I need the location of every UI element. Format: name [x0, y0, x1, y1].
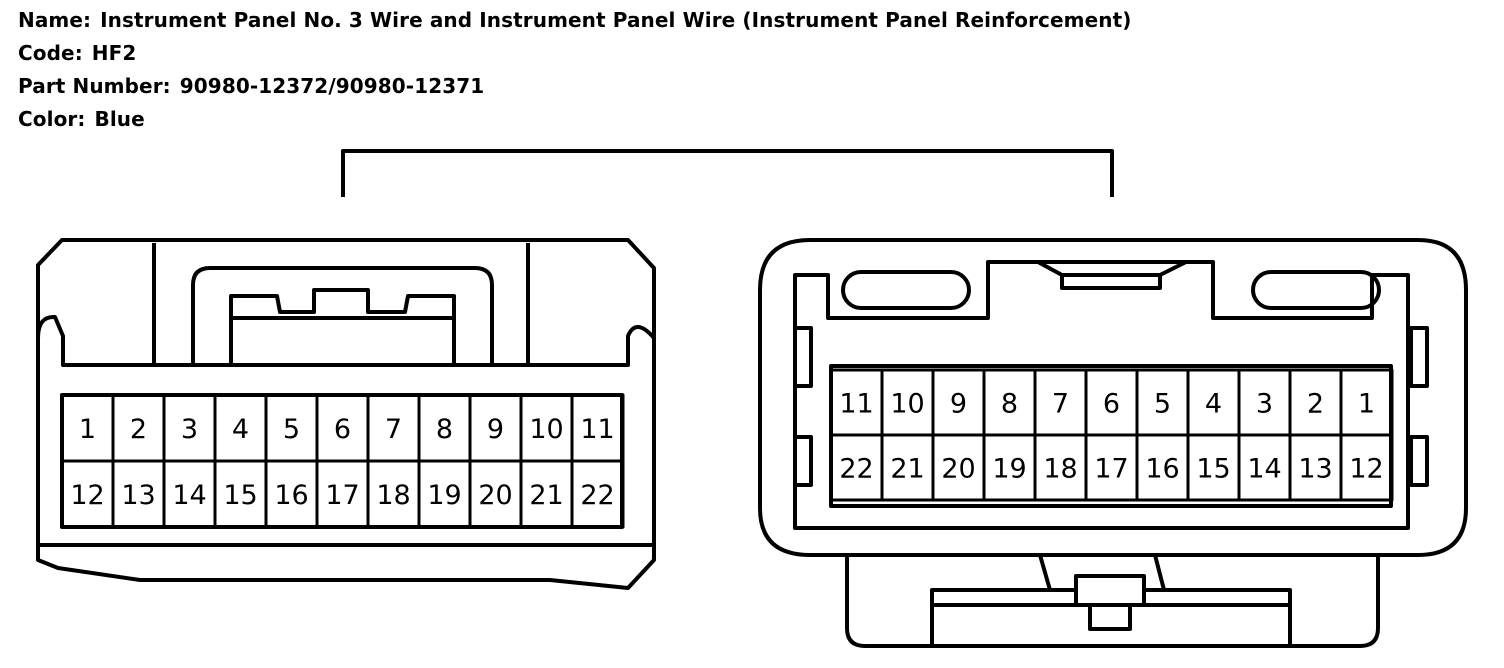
right-pin-cell-12: [1339, 433, 1394, 502]
left-lock-tab: [229, 288, 456, 365]
right-right-slot: [1251, 270, 1381, 310]
right-pin-label-10: 10: [890, 389, 924, 420]
right-pin-label-11: 11: [839, 389, 873, 420]
right-pin-label-21: 21: [890, 454, 924, 485]
left-pin-label-1: 1: [79, 414, 96, 445]
right-pin-label-9: 9: [950, 389, 967, 420]
part-number: 90980-12372/90980-12371: [179, 74, 485, 98]
connector-color: Blue: [94, 107, 145, 131]
right-pin-label-2: 2: [1307, 389, 1324, 420]
right-lower-latch-tip: [1088, 603, 1132, 631]
left-pin-label-7: 7: [385, 414, 402, 445]
code-line: Code: HF2: [18, 37, 1132, 70]
right-right-guide-upper: [1409, 326, 1429, 388]
left-pin-label-14: 14: [172, 480, 206, 511]
connector-name: Instrument Panel No. 3 Wire and Instrume…: [100, 8, 1132, 32]
left-pin-label-8: 8: [436, 414, 453, 445]
right-pin-label-7: 7: [1052, 389, 1069, 420]
connector-code: HF2: [91, 41, 137, 65]
left-pin-label-3: 3: [181, 414, 198, 445]
left-lock-outer: [152, 243, 530, 365]
connector-info: Name: Instrument Panel No. 3 Wire and Ins…: [18, 4, 1132, 136]
right-left-guide-upper: [793, 326, 813, 388]
left-pin-cell-22: [570, 459, 625, 529]
left-pin-label-5: 5: [283, 414, 300, 445]
left-pin-label-16: 16: [274, 480, 308, 511]
left-pin-label-17: 17: [325, 480, 359, 511]
left-pin-label-2: 2: [130, 414, 147, 445]
name-line: Name: Instrument Panel No. 3 Wire and Ins…: [18, 4, 1132, 37]
right-lower-boss: [845, 555, 1380, 648]
right-pin-label-20: 20: [941, 454, 975, 485]
left-pin-label-21: 21: [529, 480, 563, 511]
left-pin-label-11: 11: [580, 414, 614, 445]
right-left-slot: [841, 270, 971, 310]
left-pin-label-15: 15: [223, 480, 257, 511]
part-number-label: Part Number:: [18, 74, 171, 98]
left-lock-inner: [191, 266, 494, 365]
mating-bracket: [341, 149, 1114, 197]
left-pin-label-20: 20: [478, 480, 512, 511]
right-housing-outline: [758, 238, 1468, 557]
left-housing-outline: [36, 314, 656, 590]
right-right-guide-lower: [1409, 435, 1429, 487]
right-pin-label-19: 19: [992, 454, 1026, 485]
right-pin-label-18: 18: [1043, 454, 1077, 485]
left-pin-label-22: 22: [580, 480, 614, 511]
left-pin-label-4: 4: [232, 414, 249, 445]
right-pin-label-22: 22: [839, 454, 873, 485]
right-pin-label-3: 3: [1256, 389, 1273, 420]
right-pin-label-5: 5: [1154, 389, 1171, 420]
right-left-guide-lower: [793, 435, 813, 487]
right-pin-label-17: 17: [1094, 454, 1128, 485]
right-pin-label-15: 15: [1196, 454, 1230, 485]
left-housing-top: [36, 238, 656, 338]
right-pin-label-14: 14: [1247, 454, 1281, 485]
left-pin-label-10: 10: [529, 414, 563, 445]
right-center-key: [1037, 260, 1187, 290]
right-pin-label-12: 12: [1349, 454, 1383, 485]
right-pin-label-16: 16: [1145, 454, 1179, 485]
right-pin-label-13: 13: [1298, 454, 1332, 485]
left-pin-label-12: 12: [70, 480, 104, 511]
right-pin-label-4: 4: [1205, 389, 1222, 420]
right-pin-label-8: 8: [1001, 389, 1018, 420]
color-label: Color:: [18, 107, 86, 131]
name-label: Name:: [18, 8, 92, 32]
left-pin-label-19: 19: [427, 480, 461, 511]
code-label: Code:: [18, 41, 83, 65]
left-pin-label-13: 13: [121, 480, 155, 511]
part-number-line: Part Number: 90980-12372/90980-12371: [18, 70, 1132, 103]
right-lower-slot: [1038, 554, 1166, 591]
right-pin-label-6: 6: [1103, 389, 1120, 420]
left-pin-label-6: 6: [334, 414, 351, 445]
left-pin-label-9: 9: [487, 414, 504, 445]
right-inner-frame: [793, 260, 1410, 530]
left-pin-label-18: 18: [376, 480, 410, 511]
right-lower-latch: [1074, 574, 1146, 607]
right-pin-label-1: 1: [1358, 389, 1375, 420]
color-line: Color: Blue: [18, 103, 1132, 136]
